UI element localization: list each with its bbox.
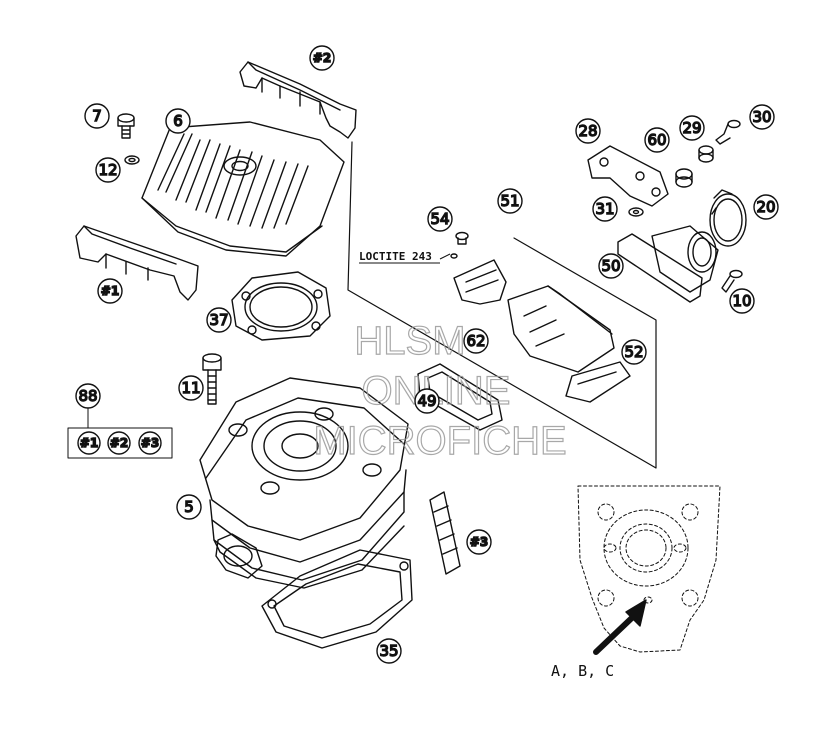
upper-bracket-part-2 [239,61,357,139]
kit-member-1: #1 [77,431,101,455]
bracket-part-28 [587,145,669,207]
watermark: HLSM ONLINE MICROFICHE [313,318,568,463]
callout-62: 62 [463,328,489,354]
svg-text:#1: #1 [80,436,98,450]
callout-54: 54 [427,206,453,232]
watermark-line-3: MICROFICHE [313,419,566,463]
kit-88-bracket [67,407,173,459]
stud-part-11 [202,353,222,405]
bolt-part-7 [117,113,135,139]
callout-29: 29 [679,115,705,141]
svg-text:20: 20 [756,198,775,216]
reed-petal-part-52 [565,361,631,403]
svg-text:10: 10 [732,292,751,310]
svg-text:12: 12 [98,161,117,179]
bushing-part-29 [698,145,714,163]
reed-block [507,285,615,373]
svg-text:51: 51 [500,192,519,210]
svg-text:60: 60 [647,131,666,149]
callout-6: 6 [165,108,191,134]
callout-31: 31 [592,196,618,222]
intake-manifold-part-50 [617,225,719,303]
svg-text:31: 31 [595,200,614,218]
svg-text:#2: #2 [313,51,331,65]
svg-text:50: 50 [601,257,620,275]
lower-bracket-part-1 [75,225,199,301]
callout-5: 5 [176,494,202,520]
cylinder-part-5 [199,377,409,589]
kit-member-2: #2 [107,431,131,455]
callout-49: 49 [414,388,440,414]
svg-text:52: 52 [624,343,643,361]
callout-60: 60 [644,127,670,153]
reed-stop-part-62 [453,259,507,305]
svg-text:11: 11 [181,379,200,397]
inset-callout-label: A, B, C [551,662,614,680]
svg-text:#2: #2 [110,436,128,450]
svg-text:29: 29 [682,119,701,137]
svg-text:5: 5 [184,498,194,516]
washer-part-12 [124,155,140,165]
callout-88: 88 [75,383,101,409]
callout-12: 12 [95,157,121,183]
watermark-line-1: HLSM [354,319,465,363]
callout-37: 37 [206,307,232,333]
screw-part-10 [721,269,743,293]
callout-51: 51 [497,188,523,214]
svg-text:28: 28 [578,122,597,140]
screw-part-54 [450,231,469,259]
screw-part-30 [715,119,741,145]
callout-35: 35 [376,638,402,664]
svg-text:54: 54 [430,210,449,228]
callout-52: 52 [621,339,647,365]
callout-28: 28 [575,118,601,144]
head-gasket-part-37 [231,271,331,341]
callout-7: 7 [84,103,110,129]
callout-10: 10 [729,288,755,314]
svg-text:6: 6 [173,112,183,130]
callout-3: #3 [466,529,492,555]
svg-text:49: 49 [417,392,436,410]
callout-1: #1 [97,278,123,304]
svg-text:30: 30 [752,108,771,126]
inset-cylinder-view [577,485,721,653]
kit-member-3: #3 [138,431,162,455]
svg-text:7: 7 [92,107,102,125]
reed-valve-group-bracket [347,141,657,469]
loctite-note: LOCTITE 243 [359,250,432,263]
base-gasket-part-35 [261,549,413,649]
washer-part-31 [628,207,644,217]
cylinder-head-part-6 [141,121,345,257]
strip-part-3 [429,491,461,575]
svg-text:#1: #1 [101,284,119,298]
callout-20: 20 [753,194,779,220]
callout-30: 30 [749,104,775,130]
callout-2: #2 [309,45,335,71]
svg-text:88: 88 [78,387,97,405]
svg-text:#3: #3 [141,436,159,450]
inset-arrow [593,599,647,655]
svg-text:37: 37 [209,311,228,329]
svg-text:35: 35 [379,642,398,660]
svg-text:#3: #3 [470,535,488,549]
spacer-part-60 [675,168,693,188]
svg-text:62: 62 [466,332,485,350]
callout-11: 11 [178,375,204,401]
callout-50: 50 [598,253,624,279]
clamp-part-20 [709,189,747,247]
